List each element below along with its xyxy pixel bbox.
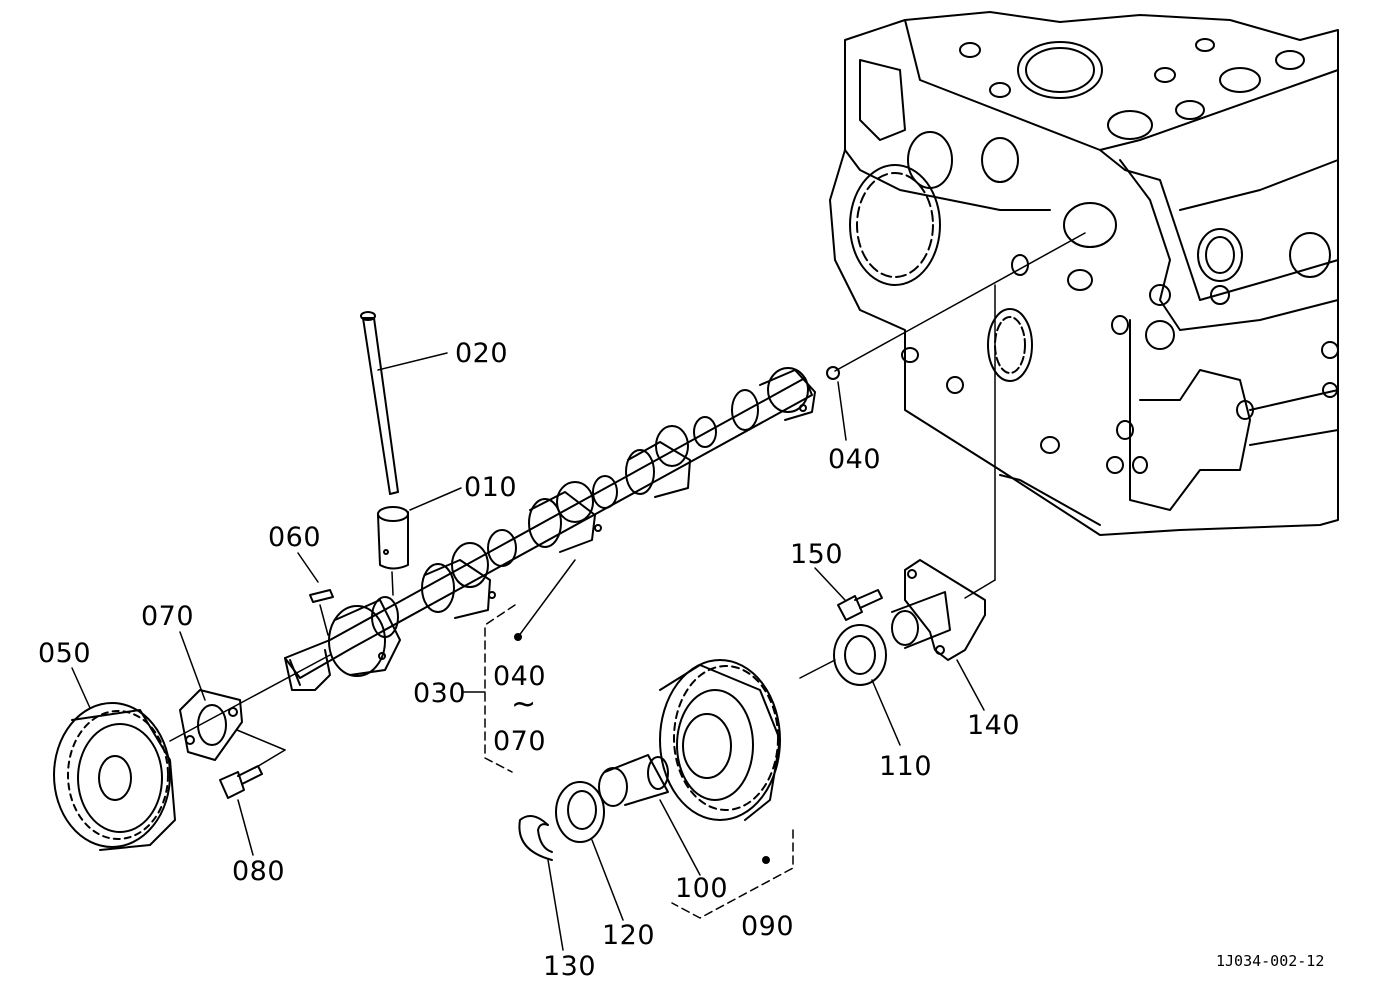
bolt-080: [220, 766, 262, 798]
circlip: [519, 816, 552, 860]
plug-040: [827, 367, 839, 379]
range-separator: ~: [511, 687, 537, 722]
callout-100: 100: [675, 873, 729, 904]
callout-110: 110: [879, 751, 933, 782]
callout-140: 140: [967, 710, 1021, 741]
callout-080: 080: [232, 856, 286, 887]
callout-010: 010: [464, 472, 518, 503]
bolt-150: [838, 590, 882, 620]
idle-gear: [660, 660, 780, 820]
leader-lines: [72, 353, 984, 950]
axis-lines: [170, 233, 1085, 768]
callout-150: 150: [790, 539, 844, 570]
range-to: 070: [493, 726, 547, 757]
callout-050: 050: [38, 638, 92, 669]
camshaft: [285, 368, 815, 690]
bush: [599, 755, 668, 806]
bracket-030: [485, 605, 515, 772]
callout-060: 060: [268, 522, 322, 553]
callout-070: 070: [141, 601, 195, 632]
thrust-plate: [180, 690, 242, 760]
document-id: 1J034-002-12: [1216, 952, 1325, 970]
collar: [556, 782, 604, 842]
idle-gear-shaft: [892, 560, 985, 660]
callout-090: 090: [741, 911, 795, 942]
callout-030: 030: [413, 678, 467, 709]
range-from: 040: [493, 661, 547, 692]
callout-130: 130: [543, 951, 597, 982]
feather-key: [310, 590, 333, 602]
tappet: [378, 507, 408, 595]
push-rod: [361, 312, 398, 494]
callout-020: 020: [455, 338, 509, 369]
engine-block: [830, 12, 1338, 535]
callout-040: 040: [828, 444, 882, 475]
callout-120: 120: [602, 920, 656, 951]
cam-gear: [54, 703, 175, 850]
thrust-washer: [834, 625, 886, 685]
